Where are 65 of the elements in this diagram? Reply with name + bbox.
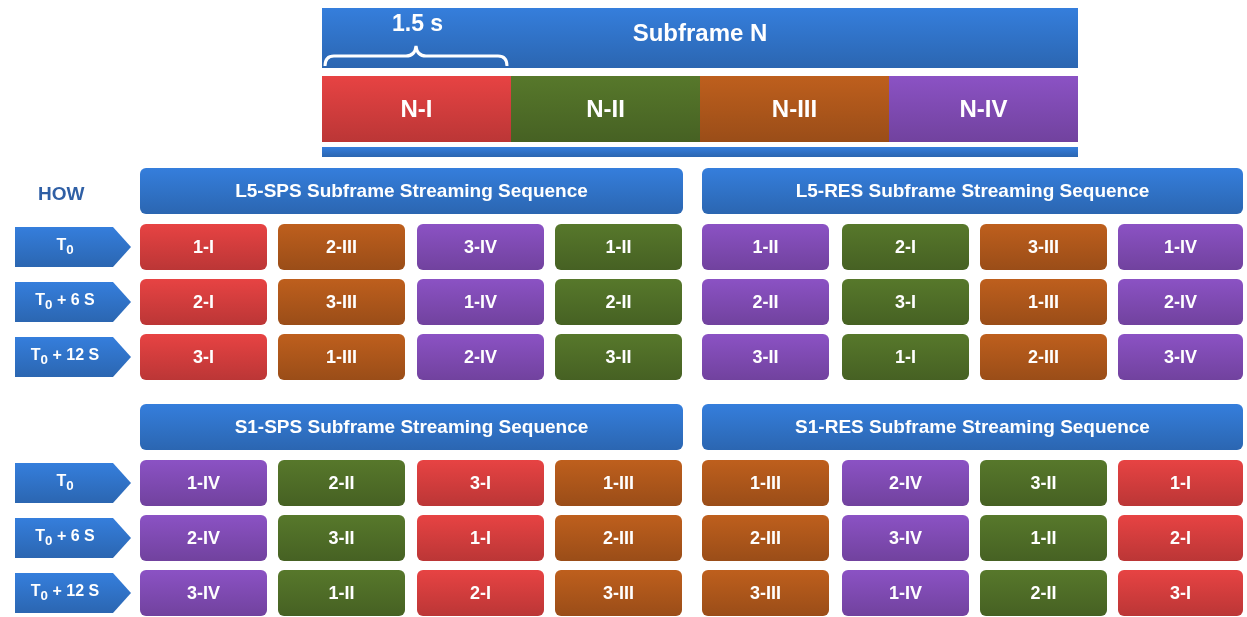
sequence-cell: 1-IV bbox=[842, 570, 969, 616]
sequence-cell: 3-III bbox=[555, 570, 682, 616]
sequence-cell: 3-IV bbox=[140, 570, 267, 616]
sequence-cell: 2-II bbox=[980, 570, 1107, 616]
duration-label: 1.5 s bbox=[392, 10, 444, 37]
section-header: L5-RES Subframe Streaming Sequence bbox=[702, 168, 1243, 214]
sequence-cell: 3-II bbox=[980, 460, 1107, 506]
sequence-cell: 2-I bbox=[1118, 515, 1243, 561]
sequence-cell: 3-I bbox=[417, 460, 544, 506]
sequence-cell: 1-I bbox=[140, 224, 267, 270]
sequence-cell: 2-II bbox=[702, 279, 829, 325]
sequence-cell: 2-IV bbox=[1118, 279, 1243, 325]
time-step-tag: T$_{0}$ + 6 S bbox=[15, 515, 131, 561]
sequence-cell: 1-IV bbox=[417, 279, 544, 325]
sequence-cell: 3-I bbox=[1118, 570, 1243, 616]
sequence-cell: 3-II bbox=[278, 515, 405, 561]
subframe-segment: N-III bbox=[700, 76, 889, 142]
sequence-cell: 1-III bbox=[555, 460, 682, 506]
sequence-cell: 1-I bbox=[842, 334, 969, 380]
sequence-cell: 1-III bbox=[702, 460, 829, 506]
sequence-cell: 2-IV bbox=[140, 515, 267, 561]
time-step-tag: T$_{0}$ bbox=[15, 460, 131, 506]
sequence-cell: 2-III bbox=[278, 224, 405, 270]
sequence-cell: 3-IV bbox=[417, 224, 544, 270]
time-step-tag: T$_{0}$ bbox=[15, 224, 131, 270]
sequence-cell: 1-II bbox=[702, 224, 829, 270]
time-step-tag: T$_{0}$ + 12 S bbox=[15, 334, 131, 380]
sequence-cell: 1-I bbox=[417, 515, 544, 561]
sequence-cell: 1-III bbox=[278, 334, 405, 380]
time-step-tag: T$_{0}$ + 12 S bbox=[15, 570, 131, 616]
sequence-cell: 3-II bbox=[702, 334, 829, 380]
sequence-cell: 1-I bbox=[1118, 460, 1243, 506]
sequence-cell: 2-I bbox=[417, 570, 544, 616]
row-heading: HOW bbox=[38, 183, 85, 205]
sequence-cell: 3-III bbox=[980, 224, 1107, 270]
sequence-cell: 2-III bbox=[702, 515, 829, 561]
sequence-cell: 1-III bbox=[980, 279, 1107, 325]
timeline-bar bbox=[322, 147, 1078, 157]
sequence-cell: 3-IV bbox=[842, 515, 969, 561]
sequence-cell: 3-IV bbox=[1118, 334, 1243, 380]
sequence-cell: 2-I bbox=[842, 224, 969, 270]
sequence-cell: 2-III bbox=[555, 515, 682, 561]
sequence-cell: 3-III bbox=[278, 279, 405, 325]
sequence-cell: 1-II bbox=[555, 224, 682, 270]
sequence-cell: 3-II bbox=[555, 334, 682, 380]
sequence-cell: 2-IV bbox=[842, 460, 969, 506]
section-header: S1-SPS Subframe Streaming Sequence bbox=[140, 404, 683, 450]
sequence-cell: 3-III bbox=[702, 570, 829, 616]
sequence-cell: 1-IV bbox=[1118, 224, 1243, 270]
time-step-tag: T$_{0}$ + 6 S bbox=[15, 279, 131, 325]
sequence-cell: 2-IV bbox=[417, 334, 544, 380]
sequence-cell: 1-II bbox=[980, 515, 1107, 561]
sequence-cell: 2-III bbox=[980, 334, 1107, 380]
sequence-cell: 1-II bbox=[278, 570, 405, 616]
section-header: L5-SPS Subframe Streaming Sequence bbox=[140, 168, 683, 214]
subframe-segment: N-II bbox=[511, 76, 700, 142]
sequence-cell: 2-II bbox=[555, 279, 682, 325]
sequence-cell: 3-I bbox=[842, 279, 969, 325]
subframe-segment: N-IV bbox=[889, 76, 1078, 142]
sequence-cell: 1-IV bbox=[140, 460, 267, 506]
section-header: S1-RES Subframe Streaming Sequence bbox=[702, 404, 1243, 450]
sequence-cell: 2-I bbox=[140, 279, 267, 325]
subframe-segment: N-I bbox=[322, 76, 511, 142]
sequence-cell: 2-II bbox=[278, 460, 405, 506]
sequence-cell: 3-I bbox=[140, 334, 267, 380]
